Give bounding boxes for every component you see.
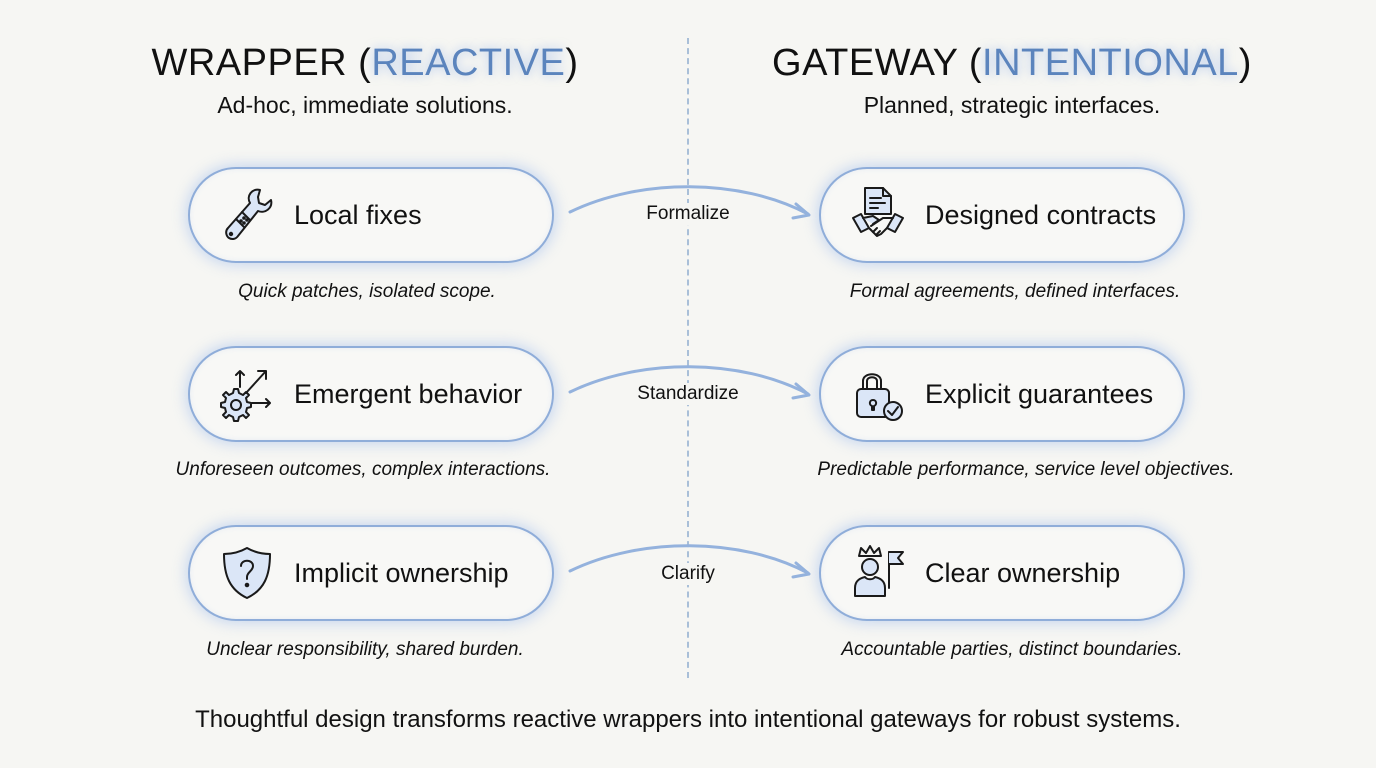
caption-emergent-behavior: Unforeseen outcomes, complex interaction…	[175, 459, 551, 480]
wrapper-title-main: WRAPPER (	[151, 42, 372, 84]
gateway-header: GATEWAY (INTENTIONAL) Planned, strategic…	[732, 40, 1292, 120]
wrapper-title-close: )	[565, 42, 579, 84]
pill-explicit-guarantees: Explicit guarantees	[819, 346, 1185, 442]
pill-label: Implicit ownership	[294, 557, 509, 588]
caption-local-fixes: Quick patches, isolated scope.	[238, 281, 496, 302]
caption-clear-ownership: Accountable parties, distinct boundaries…	[841, 639, 1183, 660]
wrapper-subtitle: Ad-hoc, immediate solutions.	[217, 92, 513, 118]
wrapper-title: WRAPPER (REACTIVE)	[85, 40, 645, 86]
shield-question-icon	[216, 542, 278, 604]
gateway-title-accent: INTENTIONAL	[982, 42, 1239, 84]
contract-handshake-icon	[847, 184, 909, 246]
gateway-title-main: GATEWAY (	[772, 42, 983, 84]
wrapper-header: WRAPPER (REACTIVE) Ad-hoc, immediate sol…	[85, 40, 645, 120]
caption-designed-contracts: Formal agreements, defined interfaces.	[849, 281, 1181, 302]
arrow-formalize	[568, 185, 811, 220]
pill-local-fixes: Local fixes	[188, 167, 554, 263]
pill-clear-ownership: Clear ownership	[819, 525, 1185, 621]
gateway-subtitle: Planned, strategic interfaces.	[863, 92, 1161, 118]
center-divider	[687, 38, 689, 678]
pill-label: Designed contracts	[925, 199, 1157, 230]
lock-check-icon	[847, 363, 909, 425]
transition-label: Formalize	[608, 203, 768, 225]
pill-label: Clear ownership	[925, 557, 1121, 588]
crowned-person-flag-icon	[847, 542, 909, 604]
arrow-standardize	[568, 365, 811, 400]
pill-emergent-behavior: Emergent behavior	[188, 346, 554, 442]
gateway-title-close: )	[1238, 42, 1252, 84]
pill-label: Explicit guarantees	[925, 378, 1154, 409]
pill-label: Emergent behavior	[294, 378, 523, 409]
wrapper-title-accent: REACTIVE	[371, 42, 566, 84]
pill-designed-contracts: Designed contracts	[819, 167, 1185, 263]
caption-explicit-guarantees: Predictable performance, service level o…	[817, 459, 1235, 480]
arrow-clarify	[568, 544, 811, 579]
caption-implicit-ownership: Unclear responsibility, shared burden.	[206, 639, 524, 660]
gear-arrows-icon	[216, 363, 278, 425]
transition-label: Clarify	[608, 563, 768, 585]
gateway-title: GATEWAY (INTENTIONAL)	[732, 40, 1292, 86]
wrench-bandage-icon	[216, 184, 278, 246]
transition-label: Standardize	[608, 383, 768, 405]
footer-summary: Thoughtful design transforms reactive wr…	[195, 706, 1181, 733]
pill-implicit-ownership: Implicit ownership	[188, 525, 554, 621]
pill-label: Local fixes	[294, 199, 422, 230]
